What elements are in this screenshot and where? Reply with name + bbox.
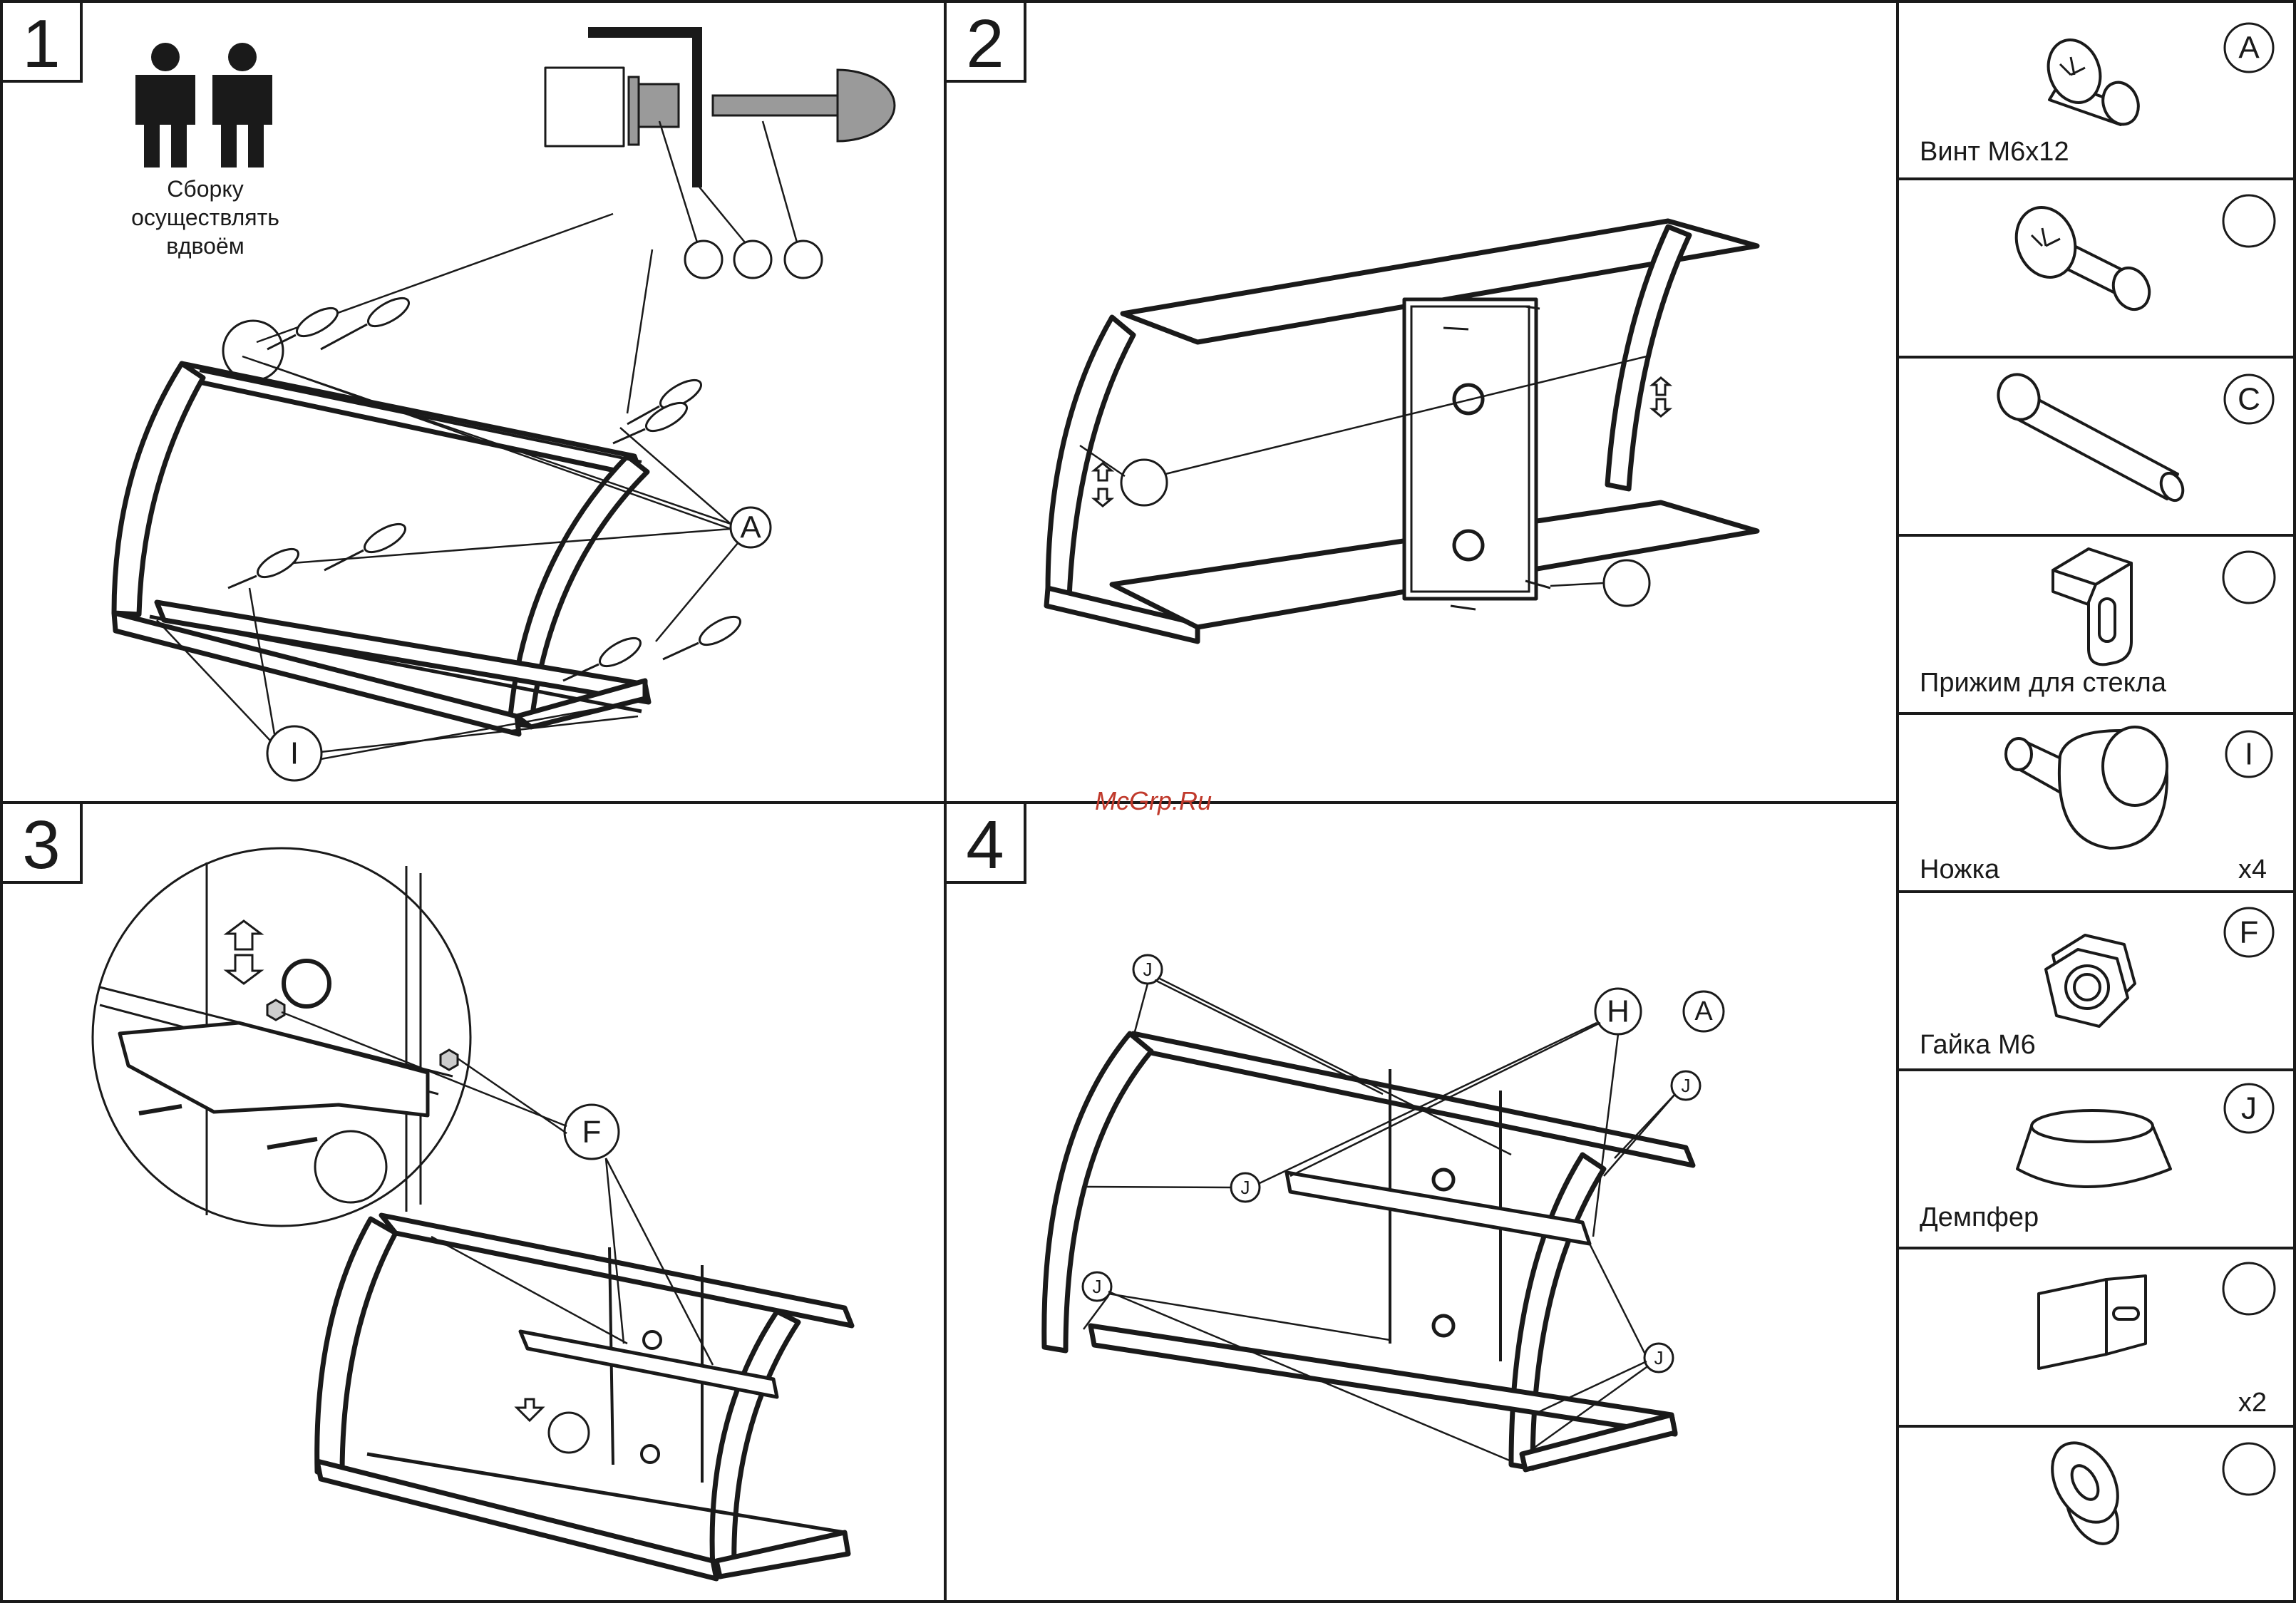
glass-clamp-icon bbox=[2053, 549, 2131, 664]
leg-icon bbox=[2006, 727, 2167, 848]
part-row-I: I Ножка x4 bbox=[1920, 727, 2272, 885]
part-name-J: Демпфер bbox=[1920, 1202, 2039, 1232]
damper-icon bbox=[2017, 1110, 2171, 1187]
step1-illustration: Сборку осуществлять вдвоём bbox=[114, 0, 930, 780]
panel-number-2: 2 bbox=[945, 1, 1025, 82]
two-people-icon bbox=[135, 43, 272, 167]
callout-blank-c bbox=[785, 241, 822, 278]
callout-blank-b bbox=[734, 241, 771, 278]
step2-illustration bbox=[1046, 221, 1757, 641]
screw-m6x12-icon bbox=[2040, 33, 2144, 130]
watermark: McGrp.Ru bbox=[1095, 786, 1212, 815]
bushing-icon bbox=[2039, 1431, 2131, 1552]
part-row-J: J Демпфер bbox=[1920, 1084, 2273, 1232]
svg-text:C: C bbox=[2238, 382, 2260, 417]
callout-blank-a bbox=[685, 241, 722, 278]
callout-blank-step2-b bbox=[1604, 560, 1649, 606]
screw-long-icon bbox=[2007, 199, 2156, 315]
part-row-bushing bbox=[2039, 1431, 2275, 1552]
svg-text:A: A bbox=[1694, 996, 1713, 1026]
assembly-note-line-3: вдвоём bbox=[166, 233, 244, 259]
pin-icon bbox=[1992, 368, 2187, 504]
part-row-F: F Гайка М6 bbox=[1920, 908, 2273, 1060]
parts-list: A Винт М6x12 C bbox=[1920, 24, 2275, 1552]
arrow-down-icon bbox=[1094, 489, 1111, 506]
svg-text:A: A bbox=[740, 510, 761, 545]
part-qty-I: x4 bbox=[2238, 855, 2267, 885]
svg-text:J: J bbox=[1093, 1276, 1102, 1297]
part-name-glass-clamp: Прижим для стекла bbox=[1920, 668, 2167, 698]
assembly-note-line-1: Сборку bbox=[167, 176, 243, 202]
panel-number-3: 3 bbox=[1, 803, 81, 883]
part-name-A: Винт М6x12 bbox=[1920, 137, 2069, 167]
step3-illustration: F bbox=[93, 848, 852, 1579]
svg-text:4: 4 bbox=[966, 807, 1004, 883]
panel-number-1: 1 bbox=[1, 1, 81, 82]
part-row-glass-clamp: Прижим для стекла bbox=[1920, 549, 2275, 698]
svg-text:1: 1 bbox=[22, 6, 60, 82]
svg-text:3: 3 bbox=[22, 807, 60, 883]
callout-blank-step2-a bbox=[1121, 460, 1167, 505]
hex-nut-icon bbox=[2046, 935, 2135, 1026]
svg-text:J: J bbox=[1241, 1177, 1250, 1198]
part-name-F: Гайка М6 bbox=[1920, 1030, 2036, 1060]
svg-text:F: F bbox=[2240, 915, 2259, 950]
part-row-A: A Винт М6x12 bbox=[1920, 24, 2273, 167]
svg-text:A: A bbox=[2238, 31, 2260, 66]
part-row-2 bbox=[2007, 195, 2275, 315]
svg-text:I: I bbox=[290, 736, 299, 771]
arrow-down-icon bbox=[1652, 399, 1669, 416]
part-row-C: C bbox=[1992, 368, 2273, 504]
svg-text:J: J bbox=[1682, 1075, 1691, 1096]
corner-bracket-icon bbox=[2039, 1276, 2146, 1369]
svg-text:F: F bbox=[582, 1115, 602, 1150]
svg-text:I: I bbox=[2245, 737, 2253, 772]
step4-illustration: J J J J J H A bbox=[1044, 955, 1724, 1470]
part-qty-bracket: x2 bbox=[2238, 1388, 2267, 1418]
part-row-corner-bracket: x2 bbox=[2039, 1263, 2275, 1418]
svg-text:H: H bbox=[1607, 994, 1630, 1029]
svg-text:J: J bbox=[2241, 1091, 2257, 1126]
panel-number-4: 4 bbox=[945, 803, 1025, 883]
svg-text:J: J bbox=[1143, 959, 1153, 980]
svg-text:J: J bbox=[1654, 1347, 1664, 1369]
assembly-note-line-2: осуществлять bbox=[131, 205, 279, 230]
part-name-I: Ножка bbox=[1920, 855, 2000, 885]
svg-text:2: 2 bbox=[966, 6, 1004, 82]
arrow-up-icon bbox=[1652, 378, 1669, 395]
